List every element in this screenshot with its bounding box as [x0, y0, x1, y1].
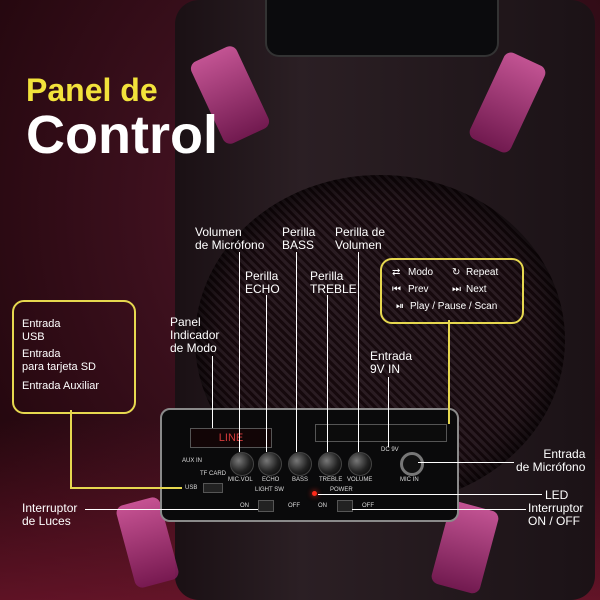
- leader-volume: [358, 252, 359, 452]
- leader-mic-input: [418, 462, 514, 463]
- media-buttons-strip[interactable]: [315, 424, 447, 442]
- leader-power-switch: [352, 509, 526, 510]
- callout-light-switch: Interruptor de Luces: [22, 501, 78, 528]
- echo-knob[interactable]: [258, 452, 282, 476]
- legend-next: Next: [466, 284, 487, 295]
- mic-volume-knob[interactable]: [230, 452, 254, 476]
- light-on-label: ON: [240, 503, 249, 509]
- leader-bass: [296, 252, 297, 452]
- mic-vol-label: MIC.VOL: [228, 477, 253, 483]
- mode-lcd-display: LINE: [190, 428, 272, 448]
- callout-volume: Perilla de Volumen: [335, 225, 386, 252]
- power-off-label: OFF: [362, 503, 374, 509]
- leader-9v-input: [388, 377, 389, 447]
- aux-input-label: Entrada Auxiliar: [22, 380, 100, 392]
- callout-led: LED: [545, 488, 569, 502]
- bass-label: BASS: [292, 477, 309, 483]
- mic-in-label: MIC IN: [400, 477, 419, 483]
- usb-input-label: Entrada USB: [22, 318, 61, 343]
- usb-port[interactable]: [203, 483, 223, 493]
- bass-knob[interactable]: [288, 452, 312, 476]
- callout-echo: Perilla ECHO: [245, 269, 280, 296]
- leader-mode-panel: [212, 356, 213, 428]
- legend-prev-icon: ⏮: [392, 284, 401, 295]
- callout-bass: Perilla BASS: [282, 225, 316, 252]
- volume-knob[interactable]: [348, 452, 372, 476]
- callout-treble: Perilla TREBLE: [310, 269, 357, 296]
- callout-power-switch: Interruptor ON / OFF: [528, 501, 584, 528]
- light-switch[interactable]: [258, 500, 274, 512]
- legend-next-icon: ⏭: [452, 284, 461, 295]
- callout-mode-panel: Panel Indicador de Modo: [170, 315, 220, 355]
- mic-input-jack[interactable]: [400, 452, 424, 476]
- callout-mic-input: Entrada de Micrófono: [516, 447, 586, 474]
- legend-repeat: Repeat: [466, 267, 499, 278]
- legend-play-icon: ⏯: [396, 301, 404, 312]
- power-switch[interactable]: [337, 500, 353, 512]
- aux-in-label: AUX IN: [182, 458, 203, 464]
- leader-light-switch: [85, 509, 258, 510]
- callout-mic-volume: Volumen de Micrófono: [195, 225, 265, 252]
- callout-9v-input: Entrada 9V IN: [370, 349, 413, 376]
- light-sw-label: LIGHT SW: [255, 487, 284, 493]
- legend-repeat-icon: ↻: [452, 267, 461, 278]
- leader-inputs-h: [70, 487, 182, 489]
- legend-mode: Modo: [408, 267, 434, 278]
- usb-label: USB: [185, 485, 198, 491]
- inputs-box: [12, 300, 136, 414]
- light-off-label: OFF: [288, 503, 300, 509]
- button-legend-box: [380, 258, 524, 324]
- sd-input-label: Entrada para tarjeta SD: [22, 348, 96, 373]
- legend-mode-icon: ⇄: [392, 267, 401, 278]
- volume-label: VOLUME: [347, 477, 373, 483]
- tf-card-label: TF CARD: [200, 471, 226, 477]
- power-label: POWER: [330, 487, 353, 493]
- echo-label: ECHO: [262, 477, 280, 483]
- leader-echo: [266, 295, 267, 452]
- leader-inputs-v: [70, 410, 72, 488]
- dc-9v-label: DC 9V: [381, 447, 399, 453]
- treble-label: TREBLE: [319, 477, 343, 483]
- leader-mic-volume: [239, 252, 240, 452]
- leader-legend: [448, 320, 450, 424]
- speaker-top-panel: [265, 0, 499, 57]
- title-line1: Panel de: [26, 72, 158, 108]
- power-led: [312, 491, 317, 496]
- power-on-label: ON: [318, 503, 327, 509]
- legend-play: Play / Pause / Scan: [410, 301, 498, 312]
- legend-prev: Prev: [408, 284, 429, 295]
- leader-led: [318, 494, 542, 495]
- leader-treble: [327, 295, 328, 452]
- title-line2: Control: [26, 105, 218, 165]
- treble-knob[interactable]: [318, 452, 342, 476]
